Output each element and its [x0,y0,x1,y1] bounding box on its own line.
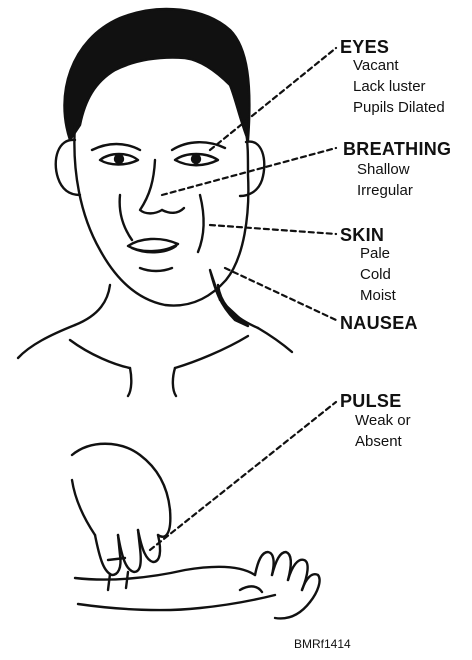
callout-eyes-heading: EYES [340,38,389,56]
figure-code: BMRf1414 [294,638,351,650]
callout-eyes-detail: Pupils Dilated [353,100,445,115]
face-drawing [18,9,292,396]
callout-breathing-detail: Irregular [357,183,413,198]
leader-skin [210,225,336,234]
callout-breathing-detail: Shallow [357,162,410,177]
callout-eyes-detail: Lack luster [353,79,426,94]
hand-drawing [72,444,320,619]
callout-pulse-detail: Absent [355,434,402,449]
leader-nausea [225,268,336,320]
callout-pulse-heading: PULSE [340,392,402,410]
callout-skin-detail: Pale [360,246,390,261]
callout-skin-heading: SKIN [340,226,384,244]
callout-eyes-detail: Vacant [353,58,399,73]
leader-pulse [150,402,336,550]
callout-pulse-detail: Weak or [355,413,411,428]
callout-nausea-heading: NAUSEA [340,314,418,332]
callout-skin-detail: Cold [360,267,391,282]
callout-breathing-heading: BREATHING [343,140,451,158]
callout-skin-detail: Moist [360,288,396,303]
